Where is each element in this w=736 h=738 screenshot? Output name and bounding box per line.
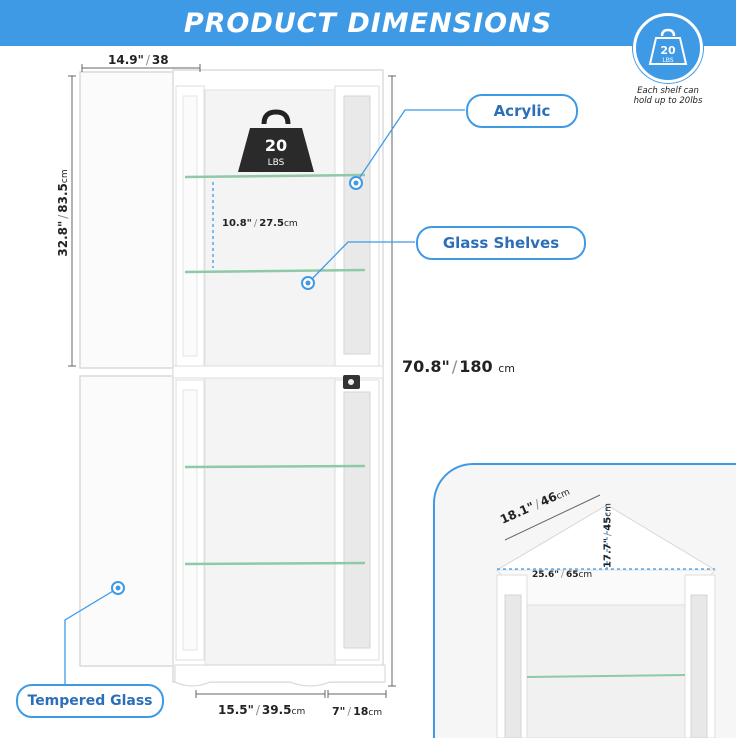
total-height-label: 70.8"/180 cm: [402, 357, 515, 376]
top-front-label: 25.6"/65cm: [532, 570, 593, 580]
weight-badge-icon: 20 LBS: [648, 28, 688, 65]
weight-badge: 20 LBS: [633, 13, 703, 83]
shelf-gap-label: 10.8"/27.5cm: [222, 218, 298, 229]
top-depth-label: 17.7"/45cm: [602, 503, 614, 568]
open-door: [79, 71, 176, 667]
weight-block-icon: [238, 109, 314, 172]
top-view-inset: [433, 463, 736, 738]
upper-height-label: 32.8"/83.5cm: [56, 169, 70, 257]
tempered-glass-callout: Tempered Glass: [16, 684, 164, 718]
header-banner: PRODUCT DIMENSIONS: [0, 0, 736, 46]
base-width-label: 15.5"/39.5cm: [218, 703, 306, 717]
page-title: PRODUCT DIMENSIONS: [183, 7, 553, 39]
acrylic-callout: Acrylic: [466, 94, 578, 128]
side-depth-label: 7"/18cm: [332, 705, 383, 718]
callout-dots: [111, 176, 363, 595]
badge-number: 20: [660, 44, 676, 57]
weight-block-number: 20: [265, 136, 287, 155]
badge-note-line1: Each shelf can: [637, 86, 699, 96]
dimension-lines: [68, 64, 396, 698]
badge-note-line2: hold up to 20lbs: [633, 96, 703, 106]
badge-note: Each shelf can hold up to 20lbs: [612, 86, 724, 106]
door-width-label: 14.9"/38: [108, 53, 169, 67]
cabinet-body: [172, 69, 386, 687]
top-view-illustration: [495, 494, 717, 738]
weight-block-unit: LBS: [268, 158, 285, 168]
glass-shelves-callout: Glass Shelves: [416, 226, 586, 260]
badge-unit: LBS: [662, 57, 673, 64]
